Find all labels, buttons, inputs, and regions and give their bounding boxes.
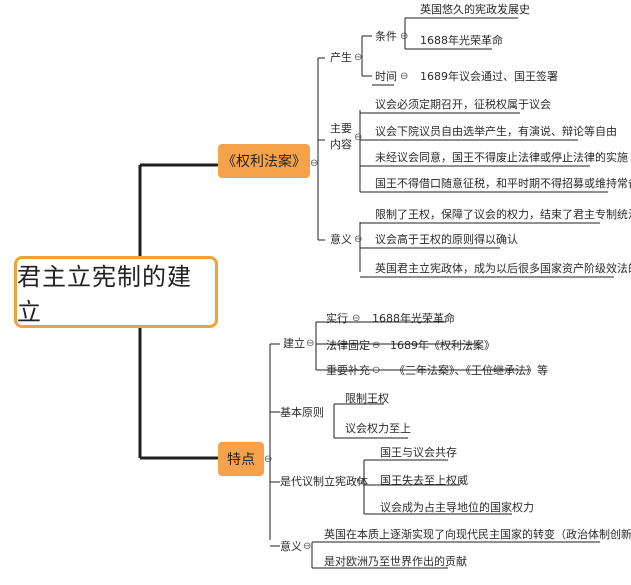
- bill-node[interactable]: 《权利法案》: [218, 144, 310, 178]
- establish-row-label[interactable]: 重要补充: [326, 364, 370, 377]
- establish-label[interactable]: 建立: [283, 337, 305, 350]
- condition-collapse-icon[interactable]: ⊖: [400, 31, 409, 42]
- establish-row-value[interactable]: 1688年光荣革命: [372, 312, 455, 325]
- content-label-line2[interactable]: 内容: [330, 138, 352, 151]
- bill-meaning-item[interactable]: 英国君主立宪政体，成为以后很多国家资产阶级效法的样板: [375, 262, 631, 275]
- principle-item[interactable]: 议会权力至上: [345, 422, 411, 435]
- principle-label[interactable]: 基本原则: [280, 406, 324, 419]
- bill-meaning-item[interactable]: 限制了王权，保障了议会的权力，结束了君主专制统治: [375, 208, 631, 221]
- condition-item[interactable]: 1688年光荣革命: [420, 34, 503, 47]
- establish-row-label[interactable]: 实行: [326, 312, 348, 325]
- content-collapse-icon[interactable]: ⊖: [354, 132, 363, 143]
- establish-row-value[interactable]: 《三年法案》、《王位继承法》等: [394, 364, 548, 377]
- establish-row-collapse-icon[interactable]: ⊖: [372, 340, 381, 351]
- time-label[interactable]: 时间: [375, 70, 397, 83]
- content-item[interactable]: 议会下院议员自由选举产生，有演说、辩论等自由: [375, 125, 617, 138]
- principle-item[interactable]: 限制王权: [345, 392, 389, 405]
- content-item[interactable]: 未经议会同意，国王不得废止法律或停止法律的实施: [375, 151, 628, 164]
- establish-collapse-icon[interactable]: ⊖: [306, 338, 315, 349]
- bill-meaning-label[interactable]: 意义: [330, 233, 352, 246]
- system-label[interactable]: 是代议制立宪政体: [280, 475, 368, 488]
- features-collapse-icon[interactable]: ⊖: [264, 454, 273, 465]
- bill-collapse-icon[interactable]: ⊖: [310, 158, 319, 169]
- condition-item[interactable]: 英国悠久的宪政发展史: [420, 3, 530, 16]
- time-value[interactable]: 1689年议会通过、国王签署: [420, 70, 558, 83]
- bill-meaning-item[interactable]: 议会高于王权的原则得以确认: [375, 233, 518, 246]
- establish-row-collapse-icon[interactable]: ⊖: [372, 365, 381, 376]
- produce-collapse-icon[interactable]: ⊖: [354, 52, 363, 63]
- establish-row-label[interactable]: 法律固定: [326, 339, 370, 352]
- establish-row-collapse-icon[interactable]: ⊖: [352, 313, 361, 324]
- features-node[interactable]: 特点: [218, 442, 264, 476]
- produce-label[interactable]: 产生: [330, 51, 352, 64]
- system-item[interactable]: 议会成为占主导地位的国家权力: [380, 501, 534, 514]
- features-meaning-label[interactable]: 意义: [280, 540, 302, 553]
- system-item[interactable]: 国王与议会共存: [380, 446, 457, 459]
- content-label-line1[interactable]: 主要: [330, 122, 352, 135]
- features-meaning-collapse-icon[interactable]: ⊖: [303, 541, 312, 552]
- bill-meaning-collapse-icon[interactable]: ⊖: [354, 234, 363, 245]
- system-collapse-icon[interactable]: ⊖: [356, 476, 365, 487]
- system-item[interactable]: 国王失去至上权威: [380, 474, 468, 487]
- establish-row-value[interactable]: 1689年《权利法案》: [390, 339, 495, 352]
- content-item[interactable]: 国王不得借口随意征税，和平时期不得招募或维持常备军: [375, 177, 631, 190]
- features-meaning-item[interactable]: 英国在本质上逐渐实现了向现代民主国家的转变（政治体制创新）: [324, 528, 631, 541]
- content-item[interactable]: 议会必须定期召开，征税权属于议会: [375, 98, 551, 111]
- time-collapse-icon[interactable]: ⊖: [400, 71, 409, 82]
- condition-label[interactable]: 条件: [375, 30, 397, 43]
- features-meaning-item[interactable]: 是对欧洲乃至世界作出的贡献: [324, 555, 467, 568]
- root-topic[interactable]: 君主立宪制的建立: [14, 256, 218, 328]
